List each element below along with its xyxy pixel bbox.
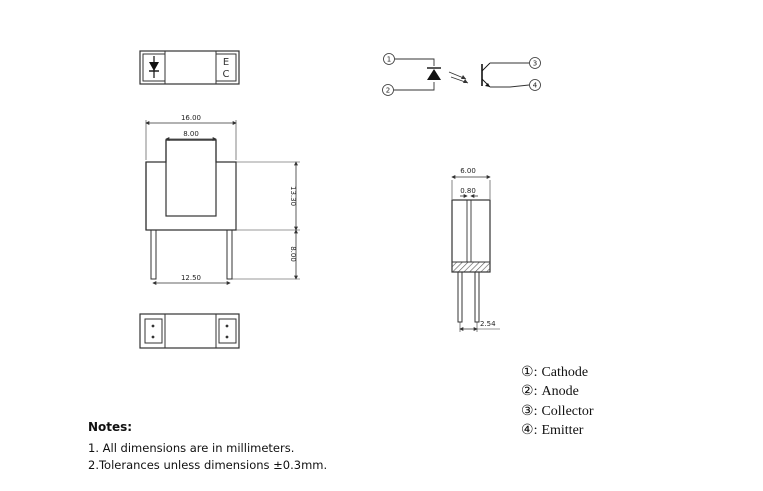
notes-line-2: 2.Tolerances unless dimensions ±0.3mm. bbox=[88, 458, 327, 472]
legend-item-cathode: ①:Cathode bbox=[521, 365, 588, 380]
legend-item-emitter: ④:Emitter bbox=[521, 423, 584, 438]
dim-lead-pitch: 12.50 bbox=[181, 274, 201, 282]
pin1-label: 1 bbox=[387, 56, 391, 64]
dim-pin-pitch: 2.54 bbox=[480, 320, 496, 328]
marking-e: E bbox=[223, 57, 229, 68]
top-view: E C bbox=[139, 50, 240, 85]
pin2-circle bbox=[382, 84, 394, 96]
schematic: 1 2 3 4 bbox=[382, 53, 541, 96]
notes: Notes: 1. All dimensions are in millimet… bbox=[88, 420, 327, 472]
diode-marking-icon bbox=[149, 56, 159, 78]
dim-lead-length: 8.00 bbox=[289, 246, 297, 262]
notes-line-1: 1. All dimensions are in millimeters. bbox=[88, 441, 294, 455]
bottom-view bbox=[139, 313, 240, 349]
dim-total-width: 16.00 bbox=[181, 114, 201, 122]
front-view: 16.00 8.00 13.30 8.00 12.50 bbox=[145, 114, 300, 285]
led-diode-icon bbox=[427, 67, 441, 80]
dim-side-slot: 0.80 bbox=[460, 187, 476, 195]
pin1-circle bbox=[383, 53, 395, 65]
legend-item-anode: ②:Anode bbox=[521, 384, 579, 399]
dim-height: 13.30 bbox=[289, 186, 297, 206]
side-view: 6.00 0.80 2.54 bbox=[451, 167, 500, 332]
pin3-label: 3 bbox=[533, 60, 537, 68]
pin4-circle bbox=[529, 79, 541, 91]
phototransistor-icon bbox=[481, 62, 491, 88]
pin2-label: 2 bbox=[386, 87, 390, 95]
marking-c: C bbox=[223, 69, 230, 80]
dim-side-width: 6.00 bbox=[460, 167, 476, 175]
legend-item-collector: ③:Collector bbox=[521, 404, 594, 419]
dim-slot-width: 8.00 bbox=[183, 130, 199, 138]
pin3-circle bbox=[529, 57, 541, 69]
notes-title: Notes: bbox=[88, 420, 132, 434]
light-emission-icon bbox=[448, 71, 469, 84]
pin-legend: ①:Cathode ②:Anode ③:Collector ④:Emitter bbox=[521, 365, 594, 438]
pin4-label: 4 bbox=[533, 82, 538, 90]
